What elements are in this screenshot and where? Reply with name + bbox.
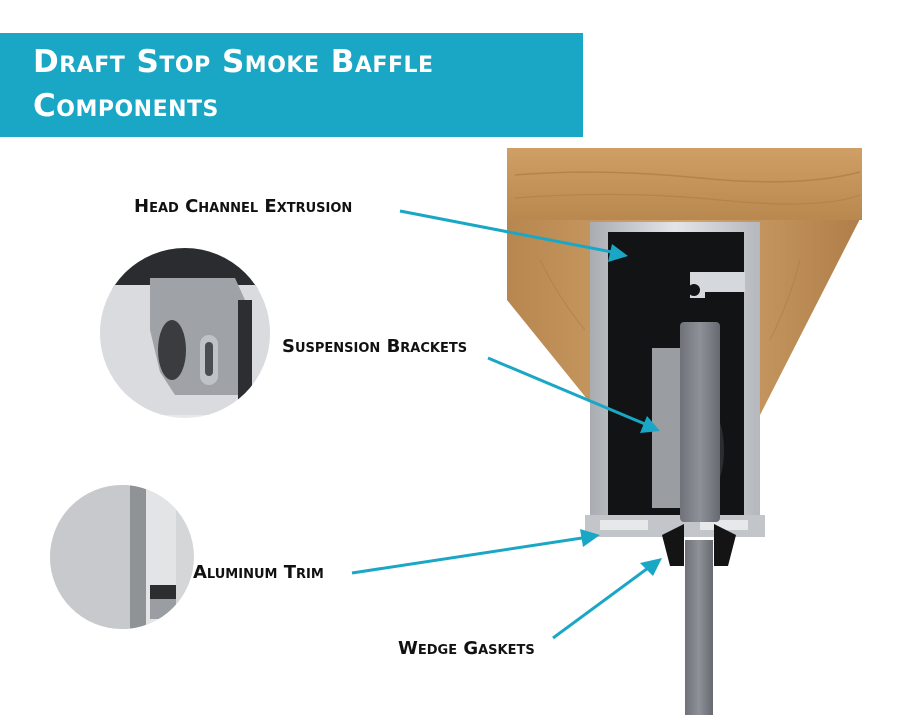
label-head-channel-extrusion: Head Channel Extrusion xyxy=(134,196,353,217)
callout-arrows xyxy=(351,209,662,640)
label-wedge-gaskets: Wedge Gaskets xyxy=(398,638,535,659)
arrow-wedge-gaskets-tip xyxy=(640,558,662,576)
wedge-gaskets xyxy=(662,524,736,566)
arrow-head-channel-tip xyxy=(608,244,628,262)
head-channel-extrusion xyxy=(585,222,765,537)
arrow-suspension-brackets xyxy=(487,356,646,426)
inset-suspension-bracket xyxy=(100,248,270,418)
title-line-2: Components xyxy=(33,88,219,124)
page-title: Draft Stop Smoke Baffle Components xyxy=(33,40,434,128)
arrow-suspension-brackets-tip xyxy=(640,416,660,433)
arrow-aluminum-trim xyxy=(351,536,583,575)
arrow-head-channel xyxy=(399,209,613,254)
arrow-aluminum-trim-tip xyxy=(580,529,600,547)
title-banner: Draft Stop Smoke Baffle Components xyxy=(0,33,583,137)
arrow-wedge-gaskets xyxy=(552,566,649,640)
title-line-1: Draft Stop Smoke Baffle xyxy=(33,44,434,80)
baffle-panel xyxy=(680,322,720,715)
label-suspension-brackets: Suspension Brackets xyxy=(282,336,468,357)
label-aluminum-trim: Aluminum Trim xyxy=(193,562,324,583)
inset-aluminum-trim xyxy=(50,485,194,629)
